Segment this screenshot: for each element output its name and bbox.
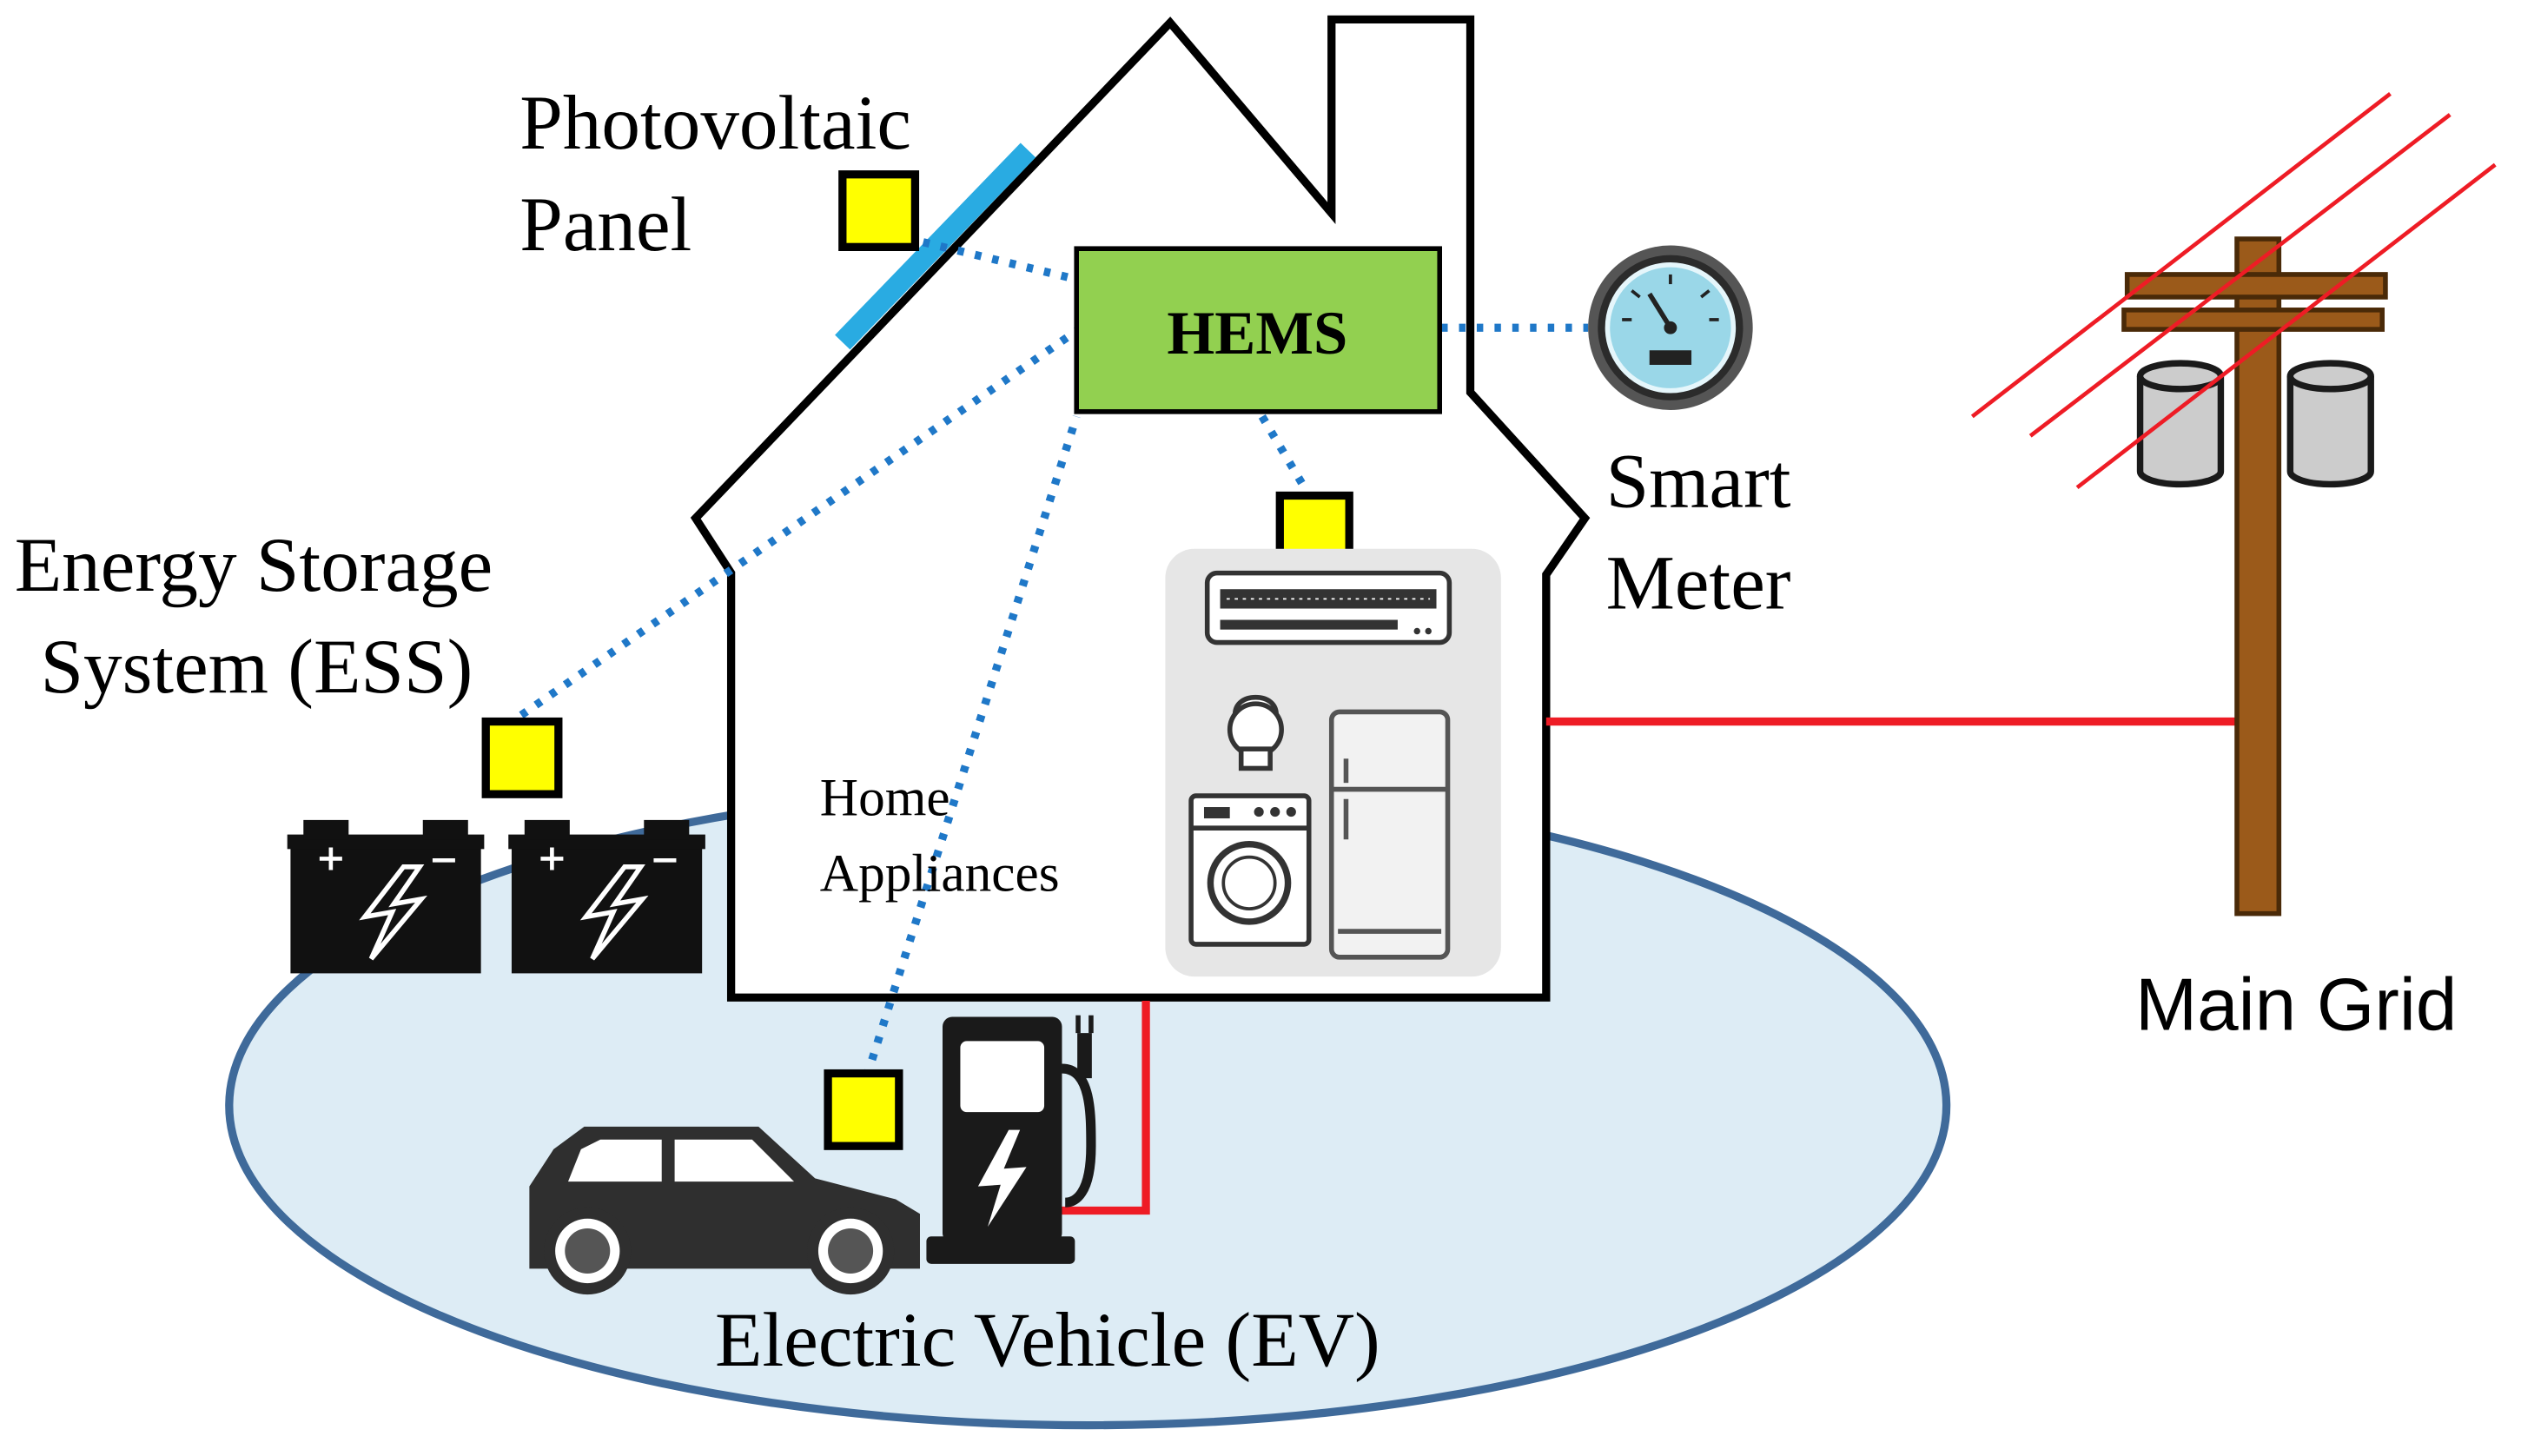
communication-links <box>519 238 1589 1078</box>
pv-label-line2: Panel <box>519 182 691 268</box>
ev-charger-icon <box>926 1015 1096 1264</box>
meter-label-line1: Smart <box>1606 439 1791 524</box>
solar-panel-icon <box>835 142 1036 350</box>
sensor-ev <box>824 1069 903 1150</box>
ess-label-line1: Energy Storage <box>15 523 493 608</box>
washing-machine-icon <box>1188 793 1312 947</box>
battery-left <box>287 819 485 974</box>
transformer-icon <box>2136 360 2374 488</box>
sensor-ess <box>481 717 563 798</box>
grid-label: Main Grid <box>2135 963 2457 1046</box>
car-icon <box>529 1126 920 1295</box>
refrigerator-icon <box>1328 709 1451 960</box>
meter-label-line2: Meter <box>1606 541 1791 626</box>
power-wires <box>1970 92 2497 490</box>
sensor-pv <box>838 170 920 251</box>
comm-link-ess <box>519 328 1079 718</box>
ess-label-line2: System (ESS) <box>40 625 473 710</box>
light-bulb-icon <box>1227 694 1284 771</box>
ev-label: Electric Vehicle (EV) <box>715 1298 1380 1383</box>
comm-link-appliances <box>1258 414 1311 495</box>
air-conditioner-icon <box>1204 570 1452 645</box>
hems-label: HEMS <box>1167 300 1347 367</box>
pv-label-line1: Photovoltaic <box>519 81 911 166</box>
ev-power-line <box>1052 1000 1150 1215</box>
battery-right <box>508 819 705 974</box>
appliances-label-line2: Appliances <box>820 844 1060 903</box>
battery-icon <box>287 819 705 974</box>
appliances-label-line1: Home <box>820 768 950 827</box>
appliance-panel <box>1165 548 1501 977</box>
utility-pole-icon <box>1970 92 2497 917</box>
hems-box: HEMS <box>1074 246 1443 414</box>
gauge-icon <box>1588 245 1753 410</box>
